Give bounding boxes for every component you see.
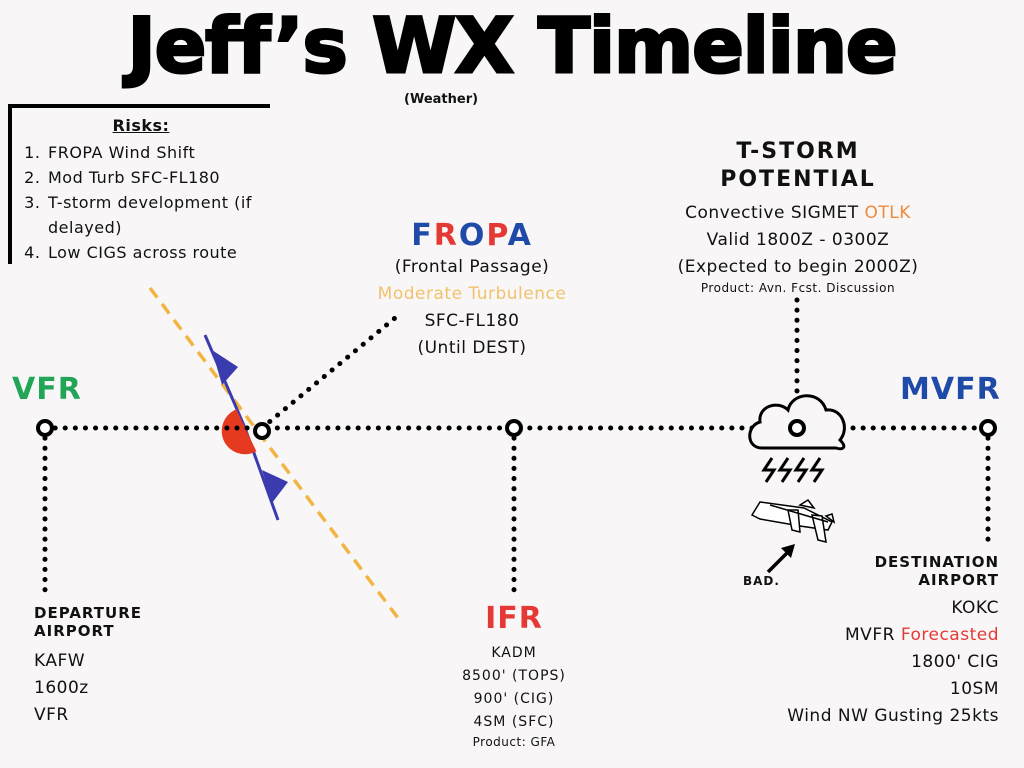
ifr-cig: 900' (CIG) [473,691,555,707]
ifr-block: IFR KADM 8500' (TOPS) 900' (CIG) 4SM (SF… [414,600,614,750]
fropa-label: FROPA [411,218,533,253]
ifr-details: KADM 8500' (TOPS) 900' (CIG) 4SM (SFC) [414,642,614,734]
departure-time: 1600z [34,678,89,698]
destination-heading: DESTINATION AIRPORT [874,553,999,589]
arrow-icon [766,544,795,574]
cold-front-triangle-2 [262,470,288,503]
fropa-desc: (Frontal Passage) [394,257,550,277]
risk-item: Low CIGS across route [46,240,276,265]
node-destination [979,419,997,437]
tstorm-expected: (Expected to begin 2000Z) [677,257,919,277]
ifr-tops: 8500' (TOPS) [462,668,566,684]
warm-front-semicircle [221,410,255,455]
thunderstorm-cloud-icon [748,394,846,483]
destination-block: DESTINATION AIRPORT KOKC MVFR Forecasted… [679,553,999,730]
tstorm-heading: T-STORM POTENTIAL [720,139,876,192]
departure-code: KAFW [34,651,86,671]
fropa-altitude: SFC-FL180 [424,311,520,331]
crashed-plane-icon [750,498,836,544]
mvfr-label: MVFR [900,372,1001,407]
fropa-leader [259,315,398,431]
node-ifr [505,419,523,437]
fropa-turbulence: Moderate Turbulence [377,284,567,304]
destination-vis: 10SM [949,679,999,699]
fropa-until: (Until DEST) [417,338,527,358]
ifr-product: Product: GFA [472,735,556,749]
departure-condition: VFR [34,705,69,725]
node-departure [36,419,54,437]
risk-item: T-storm development (if delayed) [46,190,276,240]
departure-block: DEPARTURE AIRPORT KAFW 1600z VFR [34,604,234,729]
risks-heading: Risks: [112,116,170,135]
tstorm-block: T-STORM POTENTIAL Convective SIGMET OTLK… [648,138,948,295]
risks-list: FROPA Wind Shift Mod Turb SFC-FL180 T-st… [24,140,276,265]
page-subtitle: (Weather) [404,92,479,107]
page-title: Jeff’s WX Timeline [126,1,899,90]
risks-box: Risks: FROPA Wind Shift Mod Turb SFC-FL1… [8,104,270,264]
risk-item: FROPA Wind Shift [46,140,276,165]
destination-wind: Wind NW Gusting 25kts [787,706,999,726]
tstorm-sigmet: Convective SIGMET OTLK [685,203,911,223]
destination-cig: 1800' CIG [911,652,999,672]
node-fropa [253,422,271,440]
front-red-segment [233,409,257,453]
ifr-vis: 4SM (SFC) [473,714,555,730]
ifr-code: KADM [491,645,537,661]
front-dashed-line [148,286,400,620]
destination-mvfr: MVFR Forecasted [845,625,999,645]
tstorm-product: Product: Avn. Fcst. Discussion [700,281,896,295]
ifr-label: IFR [485,601,543,636]
vfr-label: VFR [12,372,82,407]
bad-label: BAD. [743,574,780,588]
departure-heading: DEPARTURE AIRPORT [34,604,143,640]
fropa-block: FROPA (Frontal Passage) Moderate Turbule… [352,218,592,362]
risk-item: Mod Turb SFC-FL180 [46,165,276,190]
destination-code: KOKC [951,598,999,618]
tstorm-valid: Valid 1800Z - 0300Z [706,230,890,250]
node-tstorm [788,419,806,437]
cold-front-triangle-1 [212,350,238,385]
